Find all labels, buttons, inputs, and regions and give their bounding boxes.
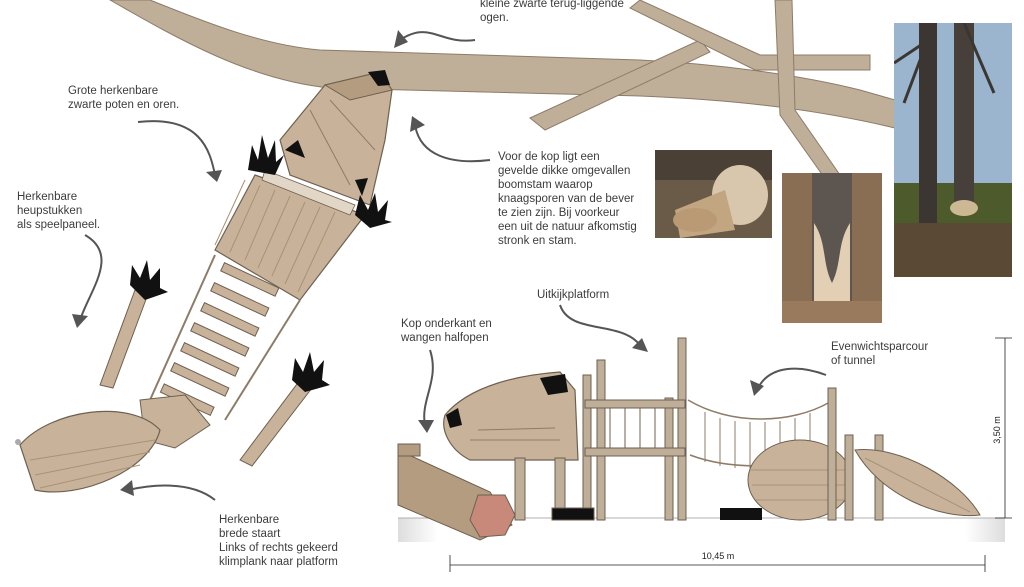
label-tail: Herkenbare brede staart Links of rechts …	[219, 514, 338, 568]
photo-gnawed-log	[655, 150, 772, 238]
dimension-lines	[449, 337, 1012, 572]
black-paws	[130, 135, 392, 392]
curved-arrows	[79, 31, 827, 501]
photo-gnawed-trees	[894, 23, 1012, 277]
photo-gnawed-stump	[782, 173, 882, 323]
label-lookout: Uitkijkplatform	[537, 289, 610, 301]
arrow-heads	[72, 30, 764, 496]
height-dimension: 3,50 m	[992, 416, 1002, 444]
tail-side	[854, 449, 981, 517]
beaver-head-top	[279, 70, 393, 206]
tail-top	[15, 394, 211, 493]
label-eyes: kleine zwarte terug-liggende ogen.	[480, 0, 624, 24]
label-balance: Evenwichtsparcour of tunnel	[831, 341, 929, 367]
fallen-log	[397, 443, 516, 541]
label-hips: Herkenbare heupstukken als speelpaneel.	[17, 191, 101, 231]
rope-ladder-top	[149, 254, 301, 421]
lookout-platform	[551, 337, 687, 521]
label-head: Kop onderkant en wangen halfopen	[401, 318, 492, 344]
label-paws-ears: Grote herkenbare zwarte poten en oren.	[68, 85, 180, 111]
beaver-head-side	[443, 371, 579, 521]
width-dimension: 10,45 m	[702, 551, 735, 561]
label-trunk: Voor de kop ligt een gevelde dikke omgev…	[498, 151, 637, 247]
